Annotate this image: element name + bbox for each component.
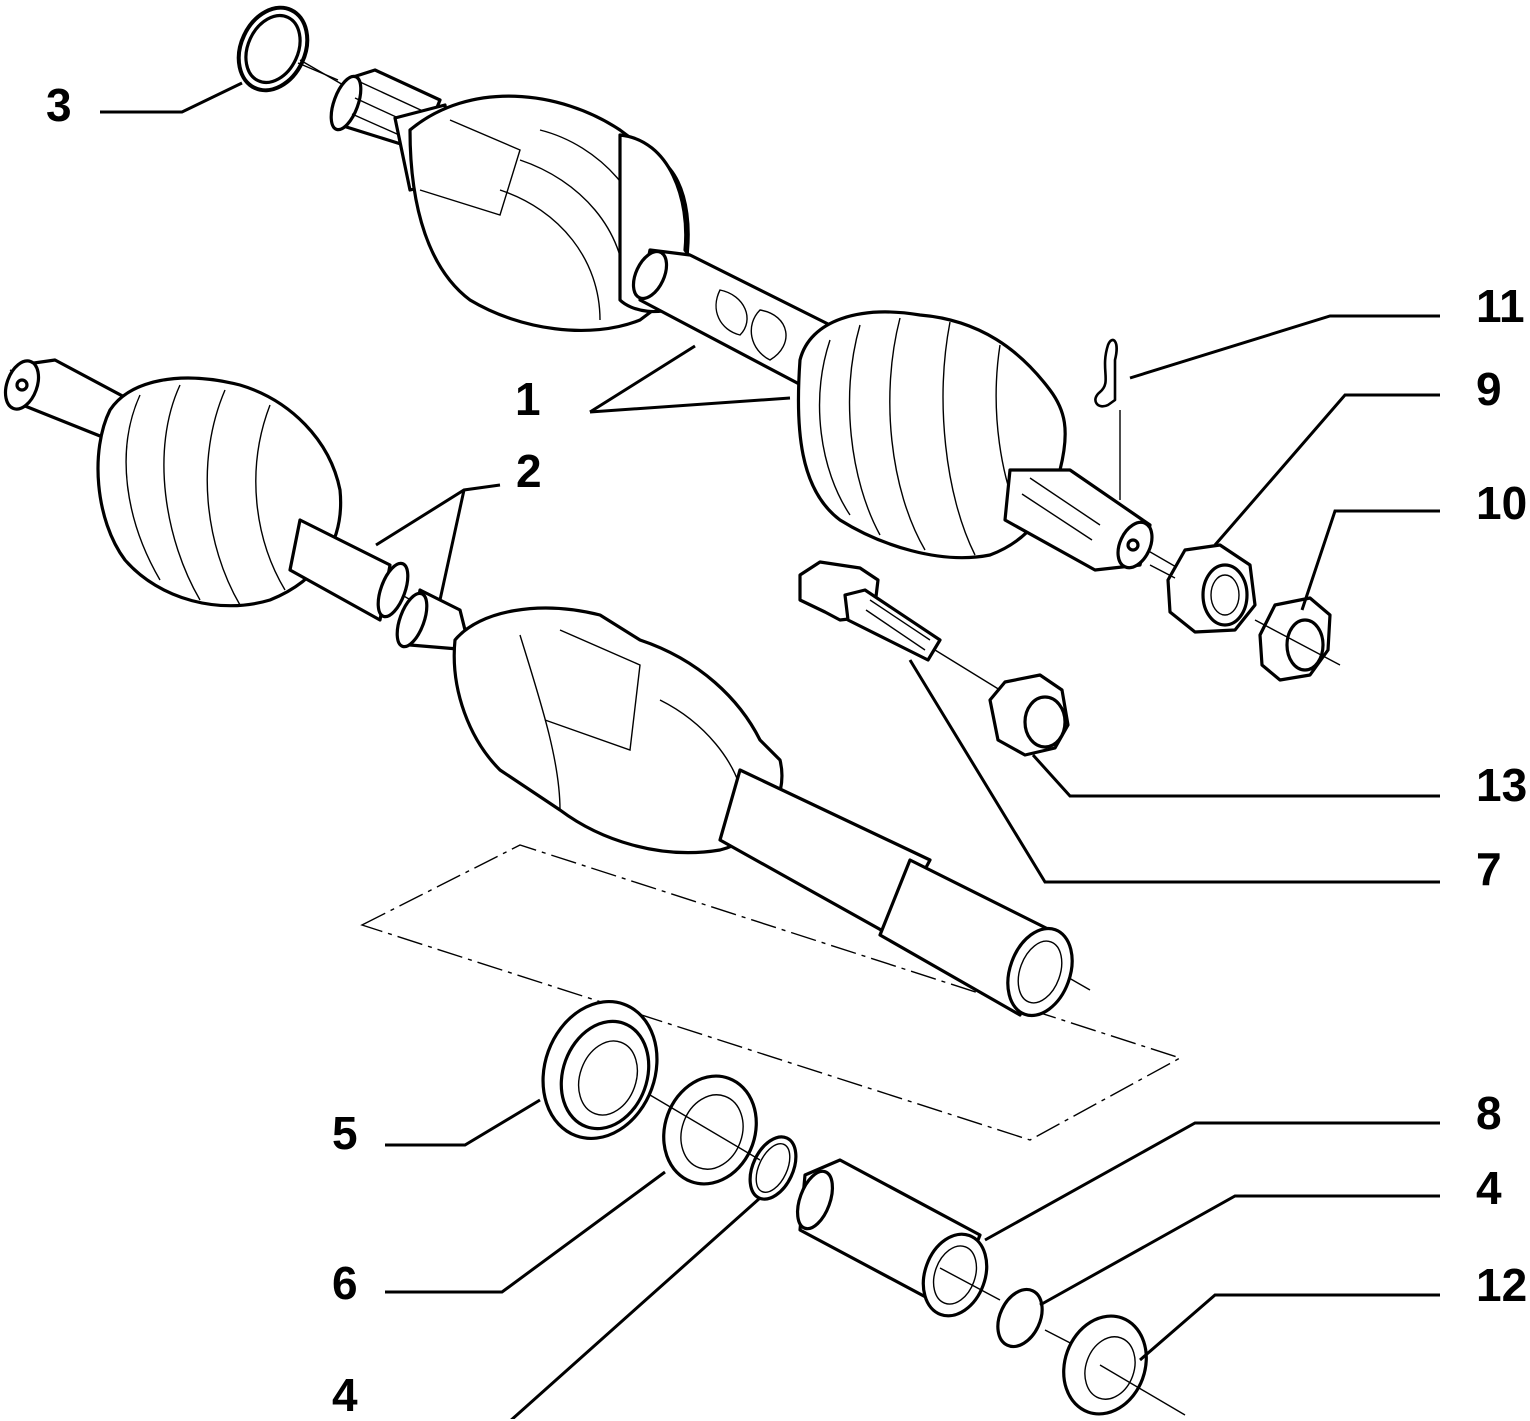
seal-part: [649, 1074, 761, 1186]
callout-8: 8: [1476, 1087, 1502, 1139]
callout-12: 12: [1476, 1259, 1528, 1311]
callout-9: 9: [1476, 363, 1502, 415]
leader-8: [984, 1121, 1440, 1242]
hub-nut-part: [1149, 543, 1257, 634]
callout-7: 7: [1476, 843, 1502, 895]
leader-6: [385, 1170, 666, 1294]
leader-2b: [438, 489, 466, 601]
snap-ring-part: [236, 5, 339, 93]
callout-4-bearing: 4: [332, 1369, 358, 1421]
leader-13: [1031, 753, 1440, 798]
leader-7: [908, 659, 1440, 884]
leader-5: [385, 1098, 541, 1147]
intermediate-shaft-part: [795, 1158, 1001, 1318]
leader-3: [100, 81, 243, 114]
assembly-outline: [360, 844, 1182, 1141]
callout-10: 10: [1476, 477, 1528, 529]
self-locking-nut-part: [988, 673, 1070, 757]
cotter-pin-part: [1094, 338, 1121, 500]
callout-1: 1: [515, 373, 541, 425]
leader-11: [1129, 314, 1440, 380]
callout-6: 6: [332, 1257, 358, 1309]
circlip-shaft-part: [996, 1287, 1081, 1349]
nut-lock-cap-part: [1254, 596, 1341, 682]
leader-1a: [589, 344, 696, 414]
bearing-part: [541, 999, 659, 1141]
leader-9: [1213, 393, 1440, 546]
leader-4b: [1039, 1194, 1440, 1307]
callout-13: 13: [1476, 759, 1528, 811]
callout-5: 5: [332, 1107, 358, 1159]
leader-10: [1300, 509, 1440, 611]
tone-wheel-part: [1062, 1314, 1186, 1416]
callout-3: 3: [46, 79, 72, 131]
drive-shaft-right-part: [299, 59, 1191, 576]
bolt-part: [798, 560, 1001, 691]
callout-4-shaft: 4: [1476, 1162, 1502, 1214]
leader-4a: [510, 1196, 761, 1419]
drive-shaft-left-part: [3, 358, 1091, 1018]
leader-1b: [589, 396, 791, 414]
leader-12: [1139, 1293, 1440, 1362]
leader-2a: [375, 483, 501, 547]
callout-11: 11: [1476, 280, 1525, 332]
callout-2: 2: [516, 445, 542, 497]
